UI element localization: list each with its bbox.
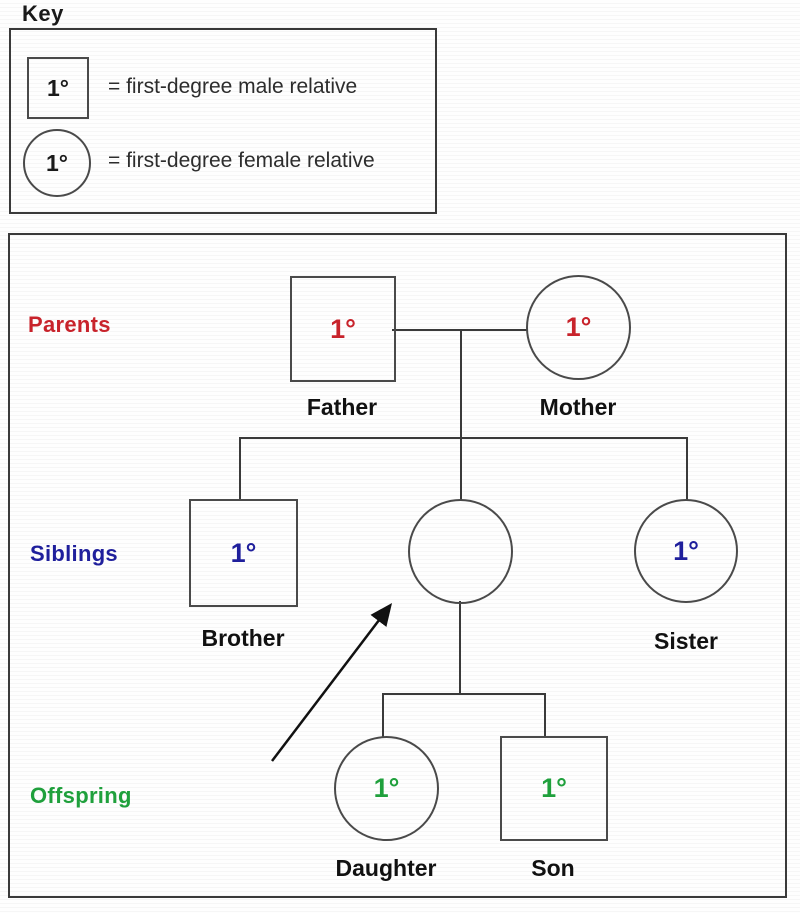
- sister-label: Sister: [654, 628, 718, 654]
- proband-circle: [408, 499, 513, 604]
- key-female-circle-icon: 1°: [23, 129, 91, 197]
- daughter-symbol: 1°: [373, 773, 400, 803]
- daughter-label: Daughter: [335, 855, 437, 881]
- mother-label: Mother: [539, 394, 617, 420]
- key-male-square-icon: 1°: [27, 57, 89, 119]
- father-label: Father: [306, 394, 378, 420]
- key-female-symbol: 1°: [46, 149, 68, 176]
- brother-square: 1°: [189, 499, 298, 607]
- row-label-parents: Parents: [28, 312, 111, 337]
- pedigree-diagram-frame: [8, 233, 787, 898]
- sister-circle: 1°: [634, 499, 738, 603]
- brother-symbol: 1°: [230, 537, 257, 568]
- son-label: Son: [531, 855, 575, 881]
- key-male-symbol: 1°: [47, 74, 69, 101]
- father-square: 1°: [290, 276, 396, 382]
- daughter-circle: 1°: [334, 736, 439, 841]
- mother-symbol: 1°: [565, 312, 592, 342]
- key-male-description: = first-degree male relative: [108, 75, 358, 98]
- row-label-siblings: Siblings: [30, 541, 118, 566]
- sister-symbol: 1°: [673, 535, 699, 566]
- son-square: 1°: [500, 736, 608, 841]
- mother-circle: 1°: [526, 275, 631, 380]
- row-label-offspring: Offspring: [30, 783, 132, 808]
- brother-label: Brother: [201, 625, 285, 651]
- key-box: [9, 28, 437, 214]
- son-symbol: 1°: [541, 773, 567, 803]
- father-symbol: 1°: [330, 313, 356, 344]
- key-title: Key: [22, 1, 64, 26]
- key-female-description: = first-degree female relative: [108, 149, 375, 172]
